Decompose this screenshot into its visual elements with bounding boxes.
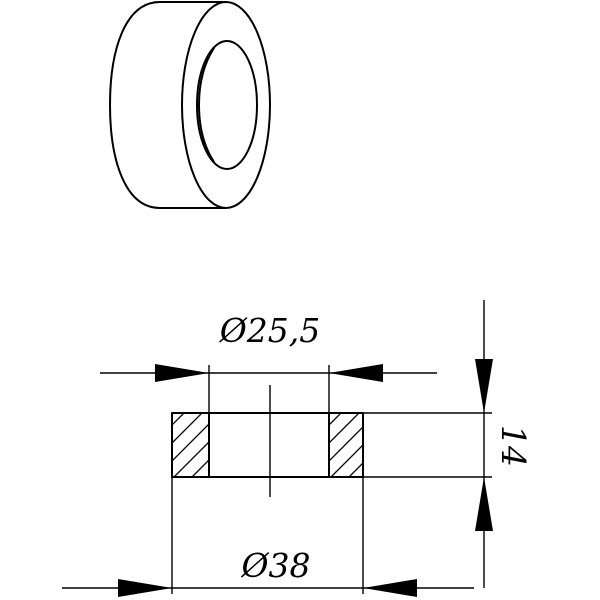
thickness-label: 14 xyxy=(494,425,533,467)
outer-diameter-label: Ø38 xyxy=(240,546,310,585)
ring-inner-bore xyxy=(196,40,258,170)
inner-diameter-dimension: Ø25,5 xyxy=(100,311,437,413)
ring-section-view xyxy=(171,385,364,497)
arrowhead-thickness-bottom xyxy=(475,477,493,531)
arrowhead-outer-left xyxy=(118,579,172,597)
hatching-left xyxy=(172,413,209,477)
outer-diameter-dimension: Ø38 xyxy=(62,477,474,597)
ring-front-face xyxy=(181,1,271,209)
arrowhead-inner-right xyxy=(329,364,383,382)
ring-back-outline xyxy=(109,1,161,209)
arrowhead-inner-left xyxy=(155,364,209,382)
ring-3d-view xyxy=(109,1,271,209)
arrowhead-thickness-top xyxy=(475,359,493,413)
section-outline xyxy=(171,412,364,478)
thickness-dimension: 14 xyxy=(363,300,533,588)
arrowhead-outer-right xyxy=(363,579,417,597)
hatching-right xyxy=(329,413,363,477)
ring-bore-depth-edge xyxy=(198,47,215,163)
inner-diameter-label: Ø25,5 xyxy=(219,311,321,350)
